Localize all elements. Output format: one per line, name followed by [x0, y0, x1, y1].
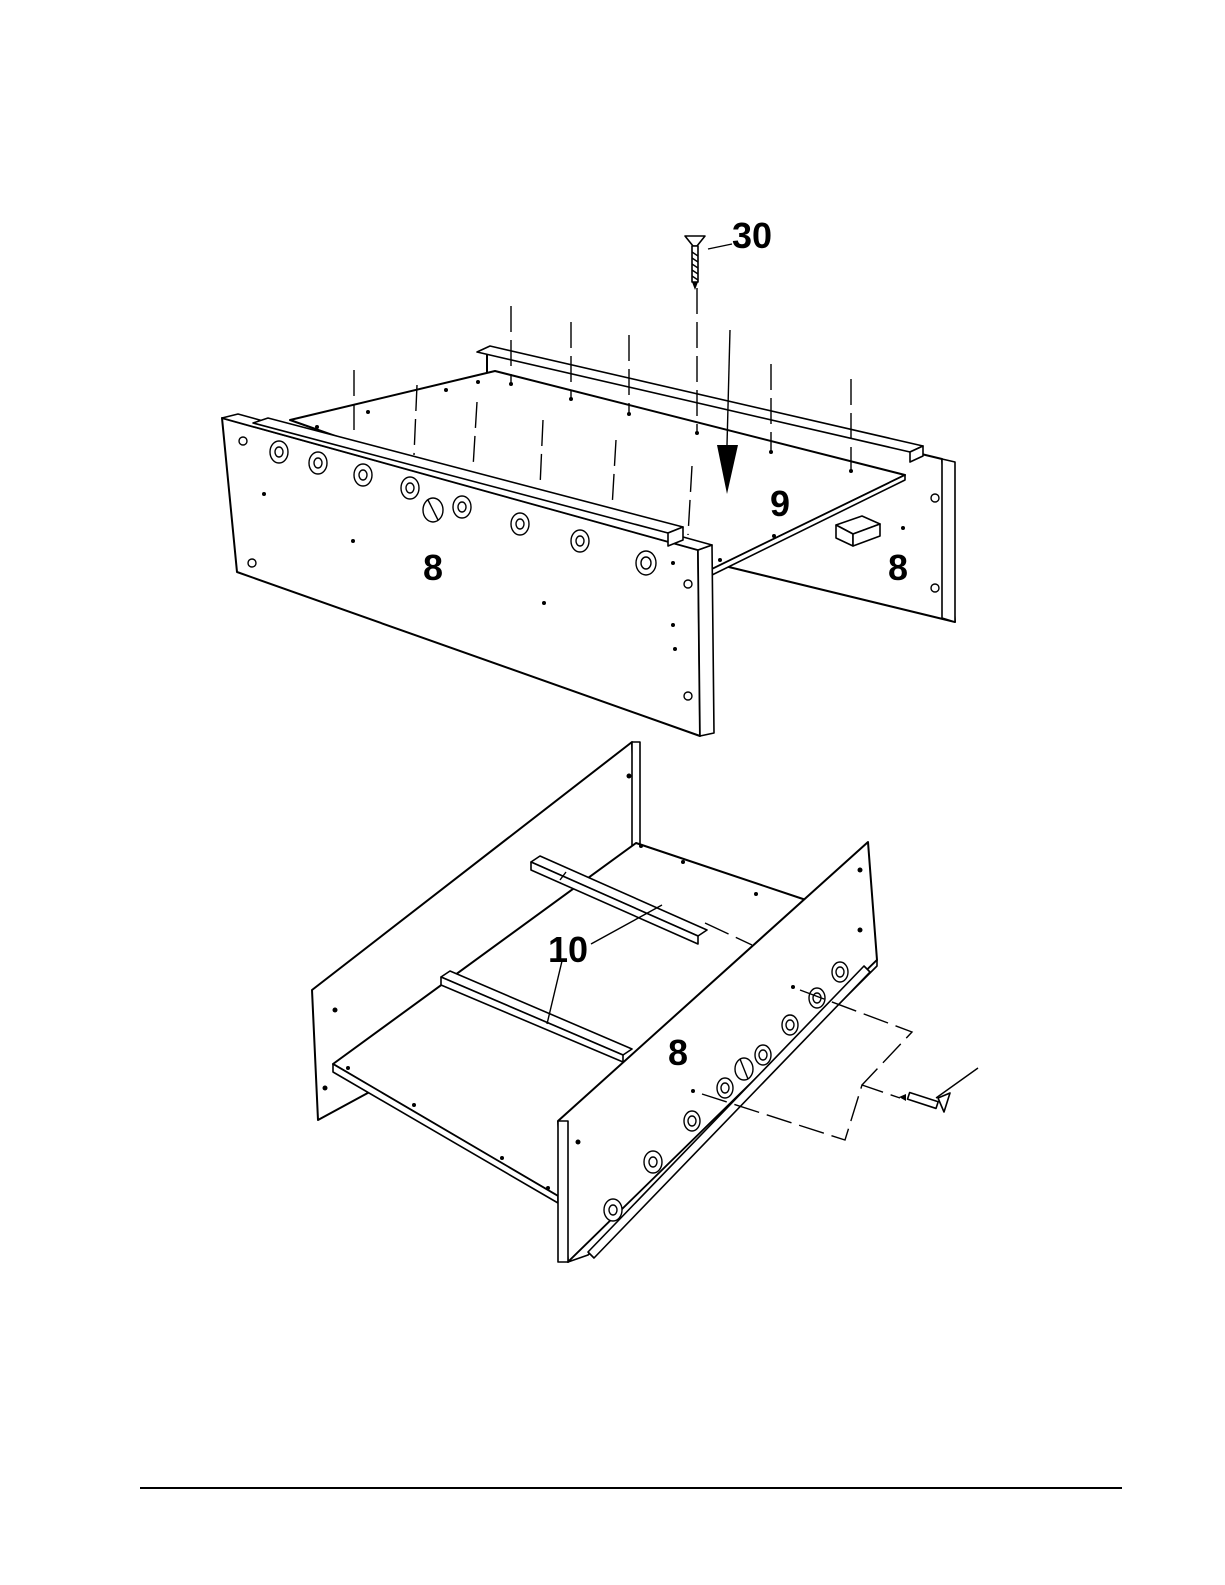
- label-lower-side-panel: 8: [668, 1032, 688, 1073]
- lower-assembly: 10 8: [312, 742, 978, 1262]
- screw-icon: [899, 1093, 950, 1112]
- label-screw-30: 30: [732, 215, 772, 256]
- label-front-side-panel: 8: [423, 547, 443, 588]
- label-bottom-panel: 9: [770, 483, 790, 524]
- label-cross-bar: 10: [548, 929, 588, 970]
- label-back-side-panel: 8: [888, 547, 908, 588]
- upper-assembly: 30 8 9 8: [222, 215, 955, 736]
- screw-icon: [685, 236, 705, 290]
- footer-divider: [140, 1487, 1122, 1489]
